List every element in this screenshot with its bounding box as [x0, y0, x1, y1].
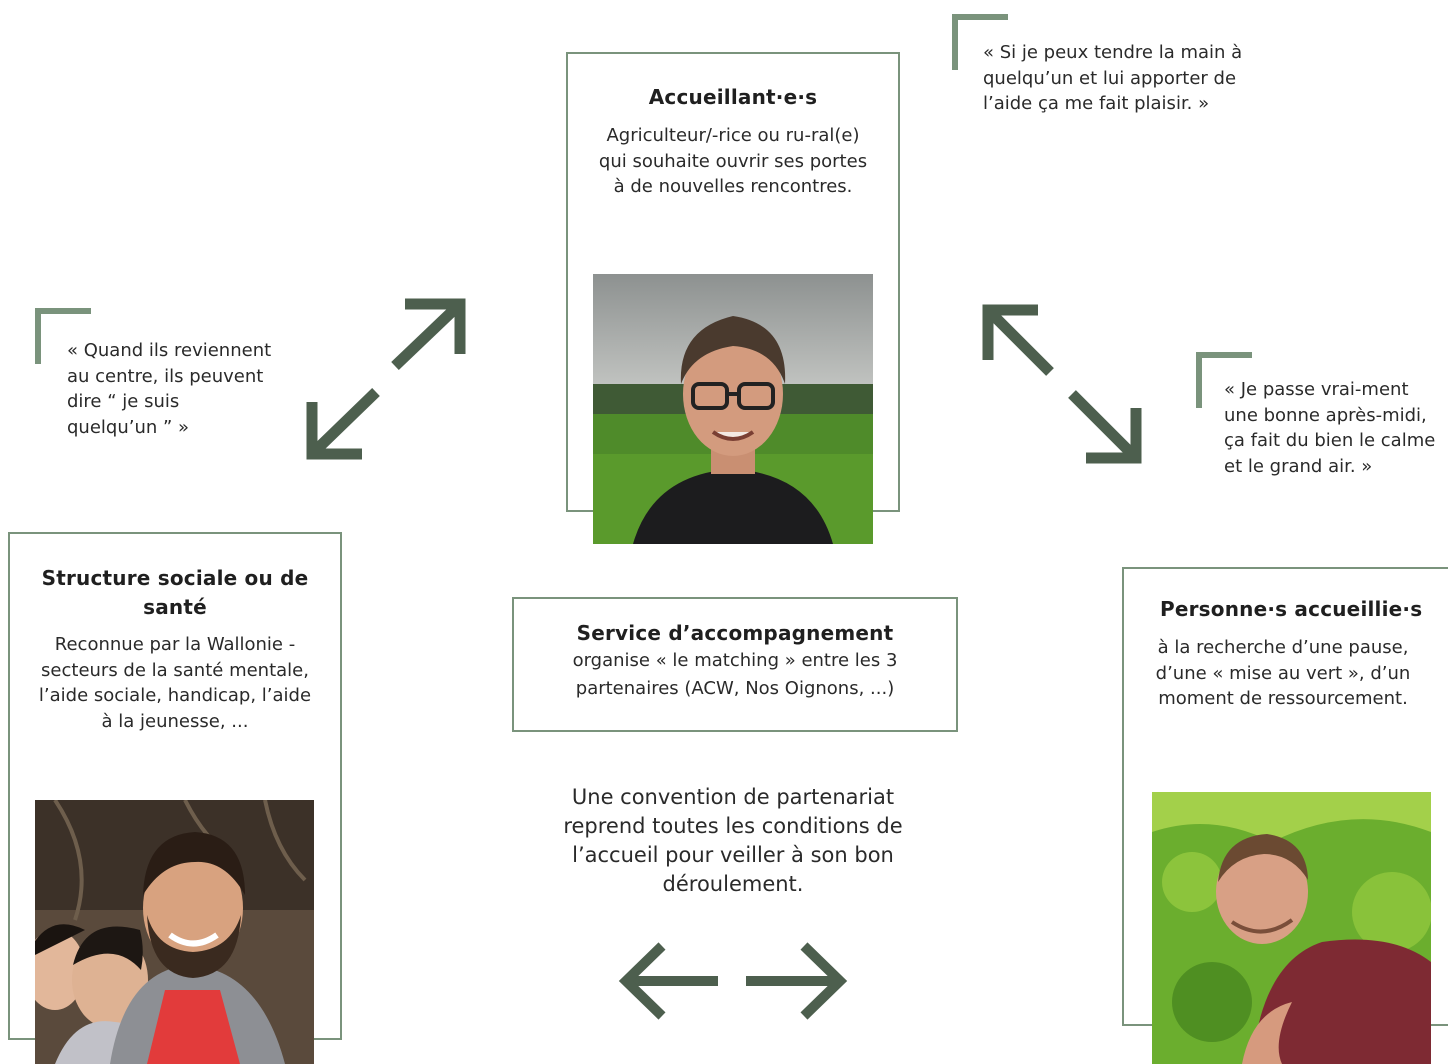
quote-left: « Quand ils reviennent au centre, ils pe… [67, 340, 272, 438]
accueillant-photo [593, 274, 873, 544]
quote-bracket-top-right [952, 14, 1008, 70]
structure-photo [35, 800, 314, 1064]
convention-text: Une convention de partenariat reprend to… [563, 785, 903, 896]
structure-description: Reconnue par la Wallonie - secteurs de l… [38, 634, 312, 732]
personnes-title: Personne·s accueillie·s [1160, 597, 1423, 621]
quote-bracket-right [1196, 352, 1252, 408]
structure-title: Structure sociale ou de santé [41, 566, 309, 619]
double-arrow-diagonal-right-icon [982, 304, 1142, 464]
personnes-description: à la recherche d’une pause, d’une « mise… [1155, 637, 1411, 709]
quote-right: « Je passe vrai-ment une bonne après-mid… [1224, 379, 1436, 477]
quote-bracket-left [35, 308, 91, 364]
accueillants-description: Agriculteur/-rice ou ru-ral(e) qui souha… [598, 125, 868, 197]
double-arrow-diagonal-left-icon [306, 298, 466, 460]
personne-photo [1152, 792, 1431, 1064]
service-title: Service d’accompagnement [576, 621, 894, 645]
service-description: organise « le matching » entre les 3 par… [572, 650, 898, 699]
quote-top-right: « Si je peux tendre la main à quelqu’un … [983, 42, 1243, 114]
service-card: Service d’accompagnement organise « le m… [512, 597, 958, 732]
accueillants-title: Accueillant·e·s [648, 85, 818, 109]
double-arrow-horizontal-icon [618, 942, 848, 1020]
